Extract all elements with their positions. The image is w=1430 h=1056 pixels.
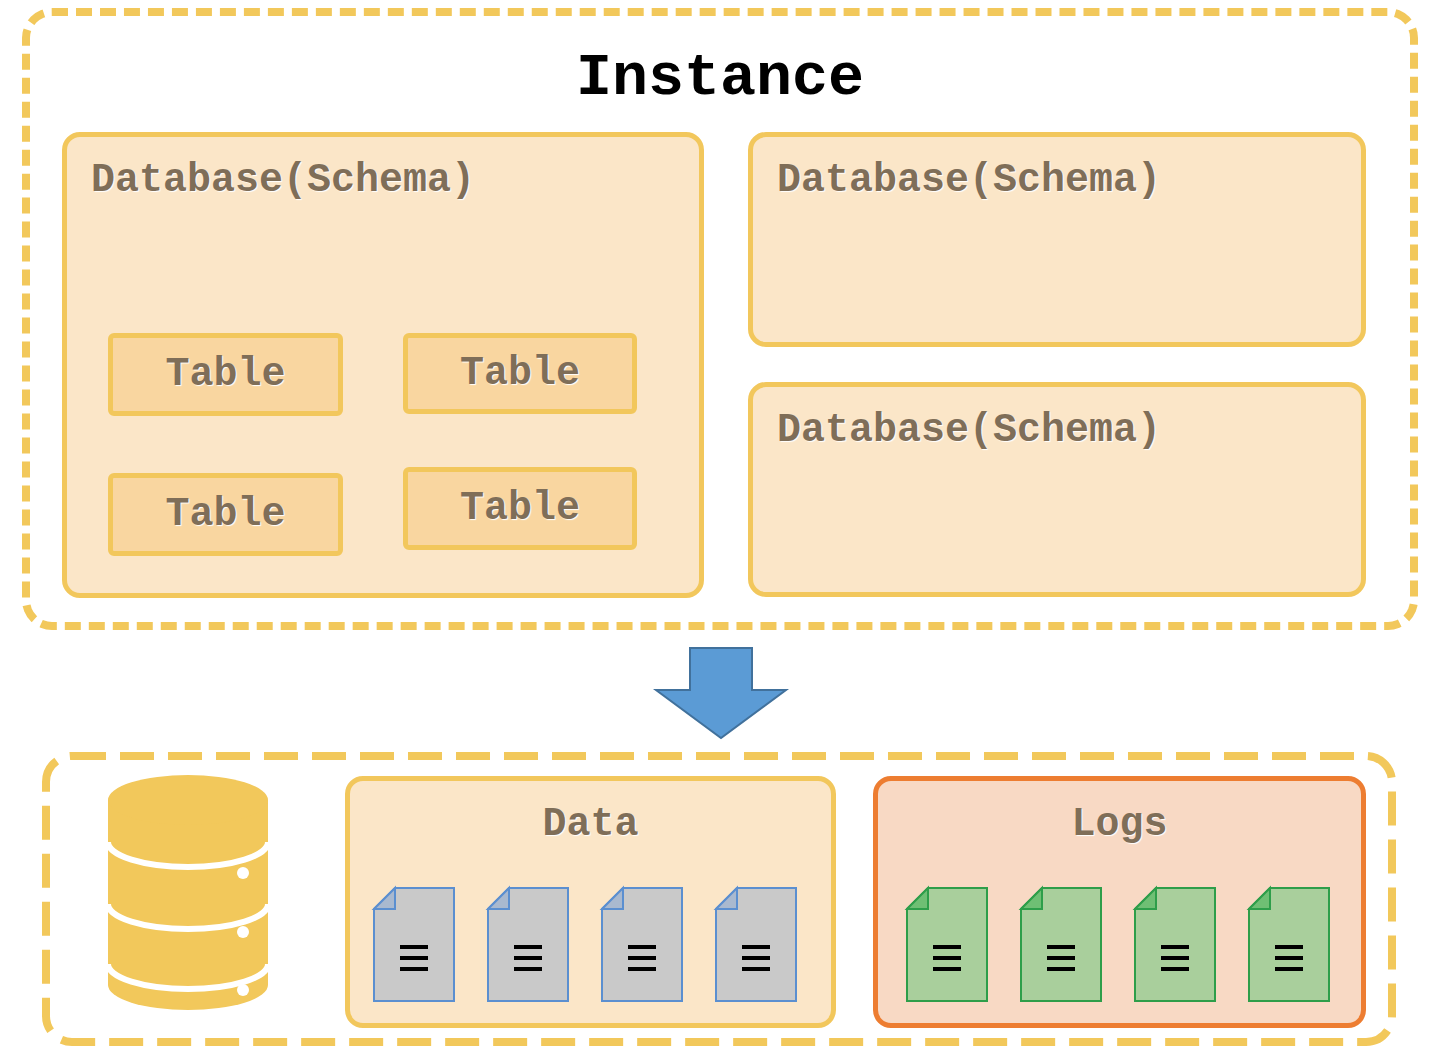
database-box: Database(Schema)TableTableTableTable [62, 132, 704, 598]
logs-panel-fill [875, 778, 1364, 1026]
table-label: Table [408, 472, 632, 545]
instance-title: Instance [30, 42, 1410, 114]
storage-label: Data [350, 801, 831, 849]
table-label: Table [408, 338, 632, 409]
database-box: Database(Schema) [748, 132, 1366, 347]
database-label: Database(Schema) [91, 157, 475, 205]
storage-container [46, 756, 1392, 1042]
table-box: Table [108, 473, 343, 556]
table-box: Table [403, 467, 637, 550]
data-panel: Data [345, 776, 836, 1028]
database-label: Database(Schema) [777, 407, 1161, 455]
table-box: Table [108, 333, 343, 416]
block-arrow [656, 648, 786, 738]
logs-panel: Logs [873, 776, 1366, 1028]
storage-label: Logs [878, 801, 1361, 849]
log-file-icons [907, 888, 1329, 1001]
database-icon [108, 775, 268, 1010]
table-label: Table [113, 338, 338, 411]
data-file-icons [374, 888, 796, 1001]
table-box: Table [403, 333, 637, 414]
database-box: Database(Schema) [748, 382, 1366, 597]
instance-box: InstanceDatabase(Schema)TableTableTableT… [22, 8, 1418, 630]
database-label: Database(Schema) [777, 157, 1161, 205]
data-panel-fill [347, 778, 834, 1026]
table-label: Table [113, 478, 338, 551]
